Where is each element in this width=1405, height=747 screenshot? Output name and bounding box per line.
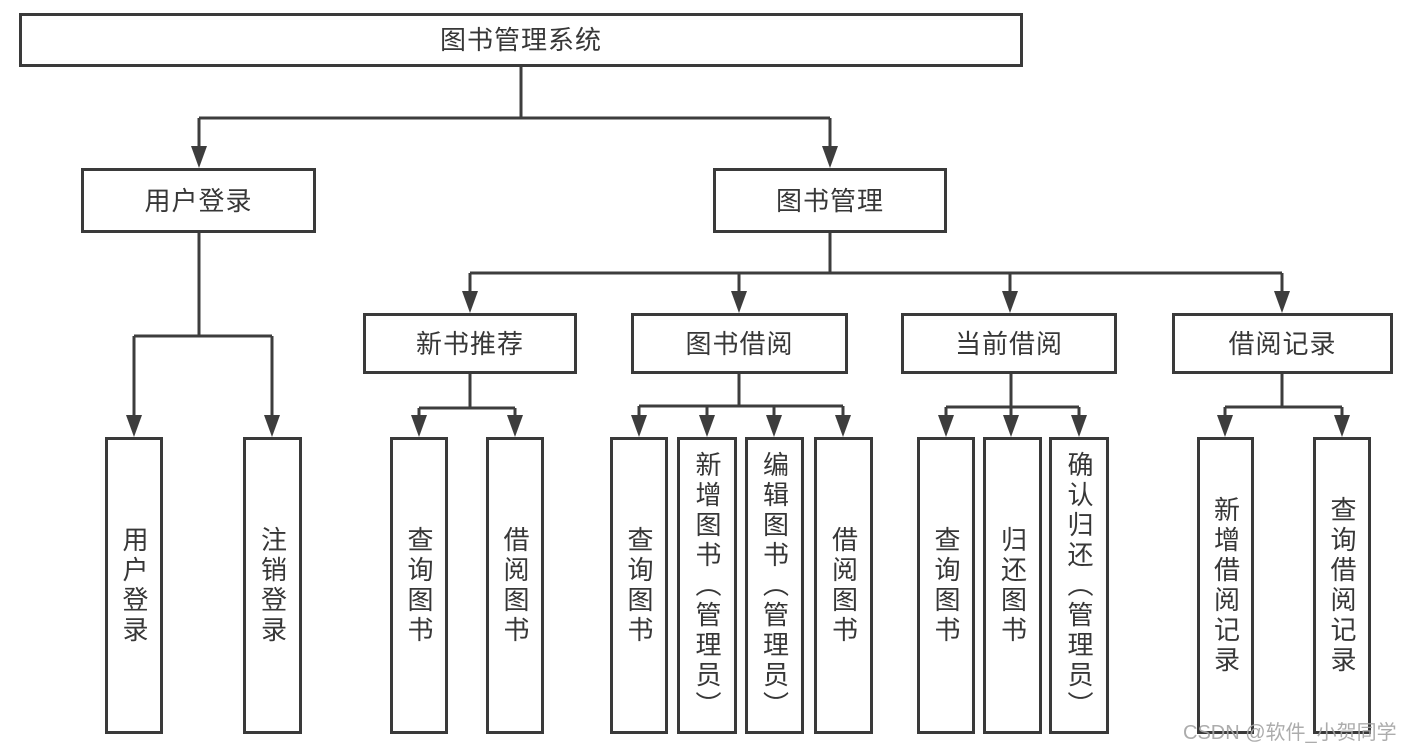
leaf-query-book-3-label: 查询图书: [931, 525, 961, 646]
leaf-borrow-book-2-label: 借阅图书: [828, 525, 859, 646]
leaf-confirm-return-admin-label: 确认归还（管理员）: [1064, 450, 1094, 721]
node-book-management: 图书管理: [713, 168, 947, 233]
leaf-query-borrow-record-label: 查询借阅记录: [1327, 495, 1357, 676]
leaf-user-login: 用户登录: [105, 437, 163, 734]
connector-newbookrec-to-leaves: [411, 374, 523, 437]
leaf-edit-book-admin: 编辑图书（管理员）: [745, 437, 804, 734]
leaf-return-book-label: 归还图书: [997, 525, 1028, 646]
leaf-borrow-book-1: 借阅图书: [486, 437, 544, 734]
connector-bookmgmt-to-level2: [462, 233, 1290, 313]
leaf-query-book-3: 查询图书: [917, 437, 975, 734]
connector-currentborrow-to-leaves: [938, 374, 1087, 437]
node-root-label: 图书管理系统: [439, 25, 602, 55]
leaf-borrow-book-2: 借阅图书: [814, 437, 873, 734]
leaf-query-book-2-label: 查询图书: [624, 525, 654, 646]
node-borrow-record: 借阅记录: [1172, 313, 1393, 374]
node-current-borrow: 当前借阅: [901, 313, 1117, 374]
leaf-add-book-admin: 新增图书（管理员）: [677, 437, 737, 734]
node-book-borrow: 图书借阅: [631, 313, 848, 374]
leaf-query-book-1: 查询图书: [390, 437, 448, 734]
leaf-confirm-return-admin: 确认归还（管理员）: [1049, 437, 1109, 734]
leaf-add-borrow-record: 新增借阅记录: [1197, 437, 1254, 734]
connector-root-to-level1: [191, 67, 838, 168]
leaf-return-book: 归还图书: [983, 437, 1042, 734]
node-borrow-record-label: 借阅记录: [1228, 328, 1337, 359]
node-book-borrow-label: 图书借阅: [685, 328, 794, 359]
node-new-book-recommend: 新书推荐: [363, 313, 577, 374]
leaf-logout-label: 注销登录: [257, 525, 288, 646]
leaf-edit-book-admin-label: 编辑图书（管理员）: [759, 450, 790, 721]
node-user-login: 用户登录: [81, 168, 316, 233]
connector-userlogin-to-leaves: [126, 233, 280, 437]
leaf-add-borrow-record-label: 新增借阅记录: [1210, 495, 1241, 676]
leaf-query-borrow-record: 查询借阅记录: [1313, 437, 1371, 734]
leaf-logout: 注销登录: [243, 437, 302, 734]
connector-bookborrow-to-leaves: [631, 374, 851, 437]
node-book-management-label: 图书管理: [775, 185, 884, 216]
node-current-borrow-label: 当前借阅: [954, 328, 1063, 359]
leaf-query-book-1-label: 查询图书: [404, 525, 434, 646]
leaf-add-book-admin-label: 新增图书（管理员）: [692, 450, 722, 721]
node-new-book-recommend-label: 新书推荐: [415, 328, 524, 359]
csdn-watermark: CSDN @软件_小贺同学: [1183, 722, 1397, 744]
leaf-borrow-book-1-label: 借阅图书: [500, 525, 530, 646]
leaf-query-book-2: 查询图书: [610, 437, 668, 734]
connector-borrowrecord-to-leaves: [1217, 374, 1350, 437]
leaf-user-login-label: 用户登录: [119, 525, 149, 646]
node-root-library-system: 图书管理系统: [19, 13, 1023, 67]
node-user-login-label: 用户登录: [144, 185, 253, 216]
